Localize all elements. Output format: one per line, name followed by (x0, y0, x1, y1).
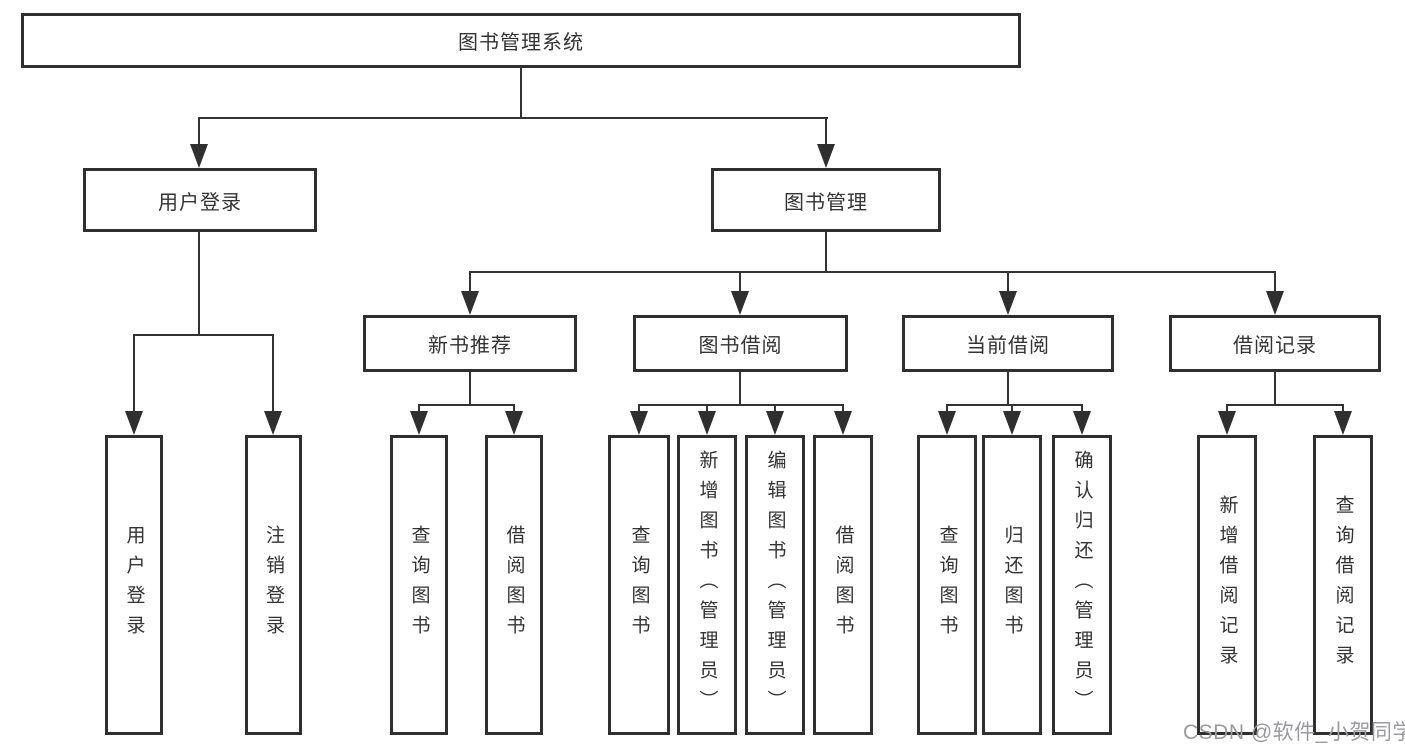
connector-user-login-bus (133, 334, 274, 336)
leaf-borrowing-add-books-admin: 新增图书（管理员） (677, 435, 737, 735)
leaf-label: 借阅图书 (832, 525, 854, 645)
connector-bus (1226, 404, 1344, 406)
node-label: 图书管理 (784, 191, 868, 214)
node-current-borrowing: 当前借阅 (902, 315, 1114, 372)
arrowhead (461, 291, 479, 315)
arrowhead (1218, 411, 1236, 435)
connector-stem (1274, 271, 1276, 297)
arrowhead (264, 411, 282, 435)
leaf-current-confirm-return-admin: 确认归还（管理员） (1052, 435, 1112, 735)
leaf-label: 新增借阅记录 (1216, 495, 1238, 675)
node-new-book-recommend: 新书推荐 (363, 315, 577, 372)
connector-stem (1007, 271, 1009, 297)
connector-stem (739, 271, 741, 297)
arrowhead (505, 411, 523, 435)
leaf-borrowing-edit-books-admin: 编辑图书（管理员） (745, 435, 805, 735)
connector-user-login-drop (198, 232, 200, 336)
leaf-label: 查询图书 (408, 525, 430, 645)
connector-drop (1007, 372, 1009, 406)
arrowhead (1073, 411, 1091, 435)
leaf-current-return-books: 归还图书 (982, 435, 1042, 735)
arrowhead (731, 291, 749, 315)
csdn-watermark: CSDN @软件_小贺同学 (1183, 721, 1405, 744)
arrowhead (410, 411, 428, 435)
leaf-label: 编辑图书（管理员） (764, 450, 786, 720)
arrowhead (698, 411, 716, 435)
arrowhead (817, 144, 835, 168)
arrowhead (766, 411, 784, 435)
node-library-system: 图书管理系统 (21, 13, 1021, 68)
connector-level3-bus (469, 271, 1276, 273)
leaf-label: 借阅图书 (503, 525, 525, 645)
arrowhead (630, 411, 648, 435)
leaf-recommend-borrow-books: 借阅图书 (485, 435, 543, 735)
node-label: 新书推荐 (428, 335, 512, 357)
connector-drop (739, 372, 741, 406)
leaf-recommend-query-books: 查询图书 (390, 435, 448, 735)
node-label: 图书管理系统 (458, 32, 584, 54)
leaf-label: 归还图书 (1001, 525, 1023, 645)
node-label: 当前借阅 (966, 335, 1050, 357)
arrowhead (1266, 291, 1284, 315)
connector-drop (1274, 372, 1276, 406)
node-label: 图书借阅 (698, 335, 783, 357)
connector-stem (198, 117, 200, 149)
leaf-label: 查询图书 (628, 525, 650, 645)
arrowhead (125, 411, 143, 435)
connector-book-mgmt-drop (825, 232, 827, 273)
leaf-current-query-books: 查询图书 (917, 435, 977, 735)
arrowhead (834, 411, 852, 435)
connector-stem (825, 117, 827, 149)
leaf-logout-login: 注销登录 (245, 435, 302, 735)
arrowhead (1334, 411, 1352, 435)
leaf-label: 注销登录 (263, 525, 284, 645)
leaf-borrowing-borrow-books: 借阅图书 (813, 435, 873, 735)
connector-level2-bus (198, 117, 828, 119)
leaf-label: 用户登录 (123, 525, 145, 645)
connector-stem (469, 271, 471, 297)
connector-stem (272, 334, 274, 418)
connector-bus (638, 404, 844, 406)
node-book-management: 图书管理 (711, 168, 941, 232)
leaf-borrowing-query-books: 查询图书 (608, 435, 670, 735)
node-label: 借阅记录 (1233, 335, 1317, 357)
node-borrowing-records: 借阅记录 (1169, 315, 1381, 372)
leaf-label: 查询借阅记录 (1332, 495, 1354, 675)
connector-drop (469, 372, 471, 406)
leaf-label: 新增图书（管理员） (696, 450, 718, 720)
node-label: 用户登录 (158, 191, 242, 214)
arrowhead (190, 144, 208, 168)
leaf-label: 查询图书 (936, 525, 958, 645)
arrowhead (1003, 411, 1021, 435)
leaf-records-add-record: 新增借阅记录 (1197, 435, 1257, 735)
connector-bus (418, 404, 515, 406)
connector-stem (133, 334, 135, 418)
leaf-records-query-record: 查询借阅记录 (1313, 435, 1373, 735)
connector-bus (946, 404, 1083, 406)
arrowhead (938, 411, 956, 435)
arrowhead (999, 291, 1017, 315)
leaf-label: 确认归还（管理员） (1071, 450, 1093, 720)
node-book-borrowing: 图书借阅 (633, 315, 848, 372)
node-user-login: 用户登录 (83, 168, 317, 232)
connector-root-drop (520, 68, 522, 118)
leaf-user-login: 用户登录 (105, 435, 163, 735)
